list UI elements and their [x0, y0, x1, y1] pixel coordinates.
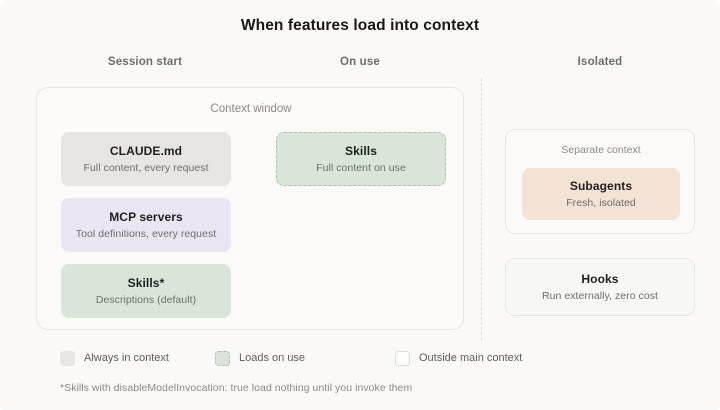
column-header-on-use: On use — [340, 56, 380, 68]
page-title: When features load into context — [240, 17, 480, 34]
card-mcp-servers[interactable]: MCP servers Tool definitions, every requ… — [61, 198, 231, 252]
legend-swatch-always-in-context — [60, 350, 75, 366]
card-skills-descriptions-title: Skills* — [127, 276, 165, 290]
column-header-isolated: Isolated — [577, 56, 623, 68]
card-hooks-subtitle: Run externally, zero cost — [541, 290, 659, 302]
legend-item-outside-main-context: Outside main context — [395, 348, 522, 368]
card-mcp-servers-title: MCP servers — [109, 210, 183, 224]
card-hooks[interactable]: Hooks Run externally, zero cost — [505, 258, 695, 316]
legend-label-loads-on-use: Loads on use — [239, 352, 306, 364]
card-skills-descriptions-subtitle: Descriptions (default) — [95, 294, 197, 306]
card-skills-full-content-title: Skills — [345, 144, 377, 158]
legend: Always in context Loads on use Outside m… — [60, 348, 660, 368]
column-header-session-start: Session start — [107, 56, 183, 68]
card-hooks-title: Hooks — [581, 272, 619, 286]
card-subagents-title: Subagents — [569, 179, 633, 193]
legend-item-always-in-context: Always in context — [60, 348, 169, 368]
context-window-group: Context window CLAUDE.md Full content, e… — [36, 87, 464, 330]
card-subagents-subtitle: Fresh, isolated — [566, 197, 636, 209]
separate-context-label: Separate context — [561, 144, 641, 156]
card-skills-full-content-subtitle: Full content on use — [316, 162, 406, 174]
legend-swatch-loads-on-use — [215, 350, 230, 366]
context-boundary-divider — [481, 78, 482, 340]
card-skills-descriptions[interactable]: Skills* Descriptions (default) — [61, 264, 231, 318]
legend-label-outside-main-context: Outside main context — [419, 352, 523, 364]
card-subagents[interactable]: Subagents Fresh, isolated — [522, 168, 680, 220]
footnote: *Skills with disableModelInvocation: tru… — [60, 382, 413, 394]
card-mcp-servers-subtitle: Tool definitions, every request — [75, 228, 217, 240]
separate-context-group: Separate context Subagents Fresh, isolat… — [505, 129, 695, 234]
card-skills-full-content[interactable]: Skills Full content on use — [276, 132, 446, 186]
card-claude-md[interactable]: CLAUDE.md Full content, every request — [61, 132, 231, 186]
card-claude-md-title: CLAUDE.md — [109, 144, 183, 158]
legend-item-loads-on-use: Loads on use — [215, 348, 305, 368]
legend-label-always-in-context: Always in context — [84, 352, 169, 364]
context-window-label: Context window — [210, 103, 292, 115]
legend-swatch-outside-main-context — [395, 350, 410, 366]
card-claude-md-subtitle: Full content, every request — [83, 162, 209, 174]
